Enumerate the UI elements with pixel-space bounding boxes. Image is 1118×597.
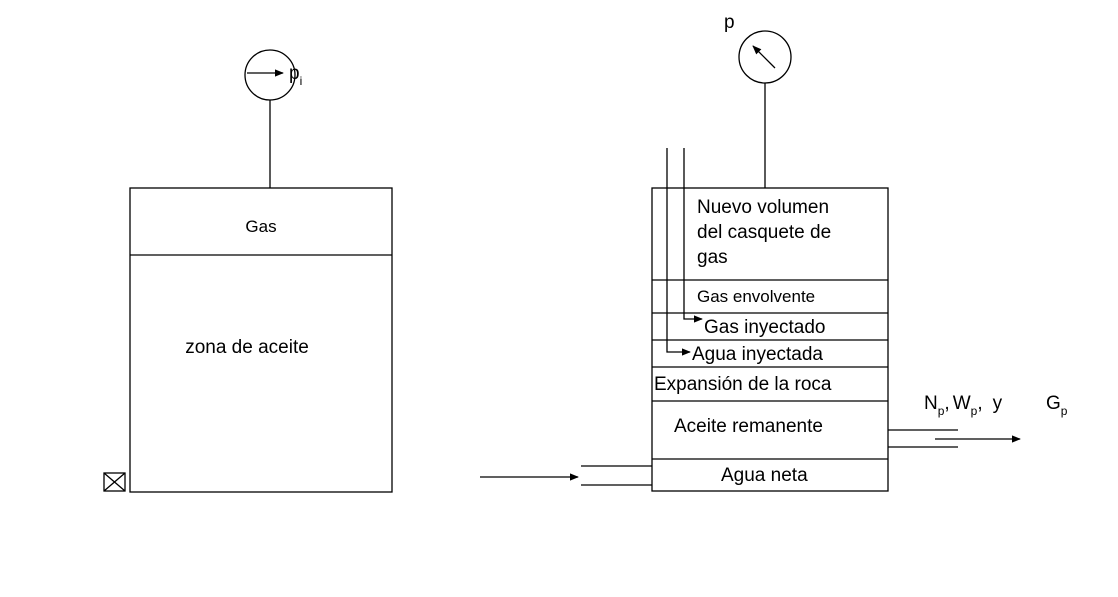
layer-label-injected-water: Agua inyectada bbox=[692, 344, 823, 365]
layer-label-injected-gas: Gas inyectado bbox=[704, 317, 825, 338]
initial-pressure-gauge bbox=[244, 49, 296, 101]
gas-cap-label: Gas bbox=[245, 217, 276, 236]
gas-production-label: Gp bbox=[1046, 393, 1068, 418]
layer-label-remaining-oil: Aceite remanente bbox=[674, 416, 823, 437]
gas-injection-line bbox=[683, 148, 703, 323]
layer-label-rock-expansion: Expansión de la roca bbox=[654, 374, 832, 395]
gauge-needle-icon bbox=[752, 45, 776, 69]
current-pressure-gauge bbox=[738, 30, 792, 84]
production-label: Np,Wp,y bbox=[924, 393, 1003, 418]
current-reservoir: p Nuevo volumen del casquete de gas Gas … bbox=[480, 12, 1068, 492]
layer-label-net-water: Agua neta bbox=[721, 465, 808, 486]
initial-pressure-label: pi bbox=[289, 63, 302, 88]
water-injection-line bbox=[666, 148, 691, 356]
layer-label-enveloping-gas: Gas envolvente bbox=[697, 287, 815, 306]
layer-label-new-gas-cap: Nuevo volumen del casquete de gas bbox=[697, 197, 836, 268]
current-pressure-label: p bbox=[724, 12, 735, 33]
oil-zone-label: zona de aceite bbox=[185, 337, 309, 358]
initial-reservoir: pi Gas zona de aceite bbox=[103, 49, 393, 493]
initial-reservoir-box bbox=[129, 187, 393, 493]
valve-icon bbox=[103, 472, 126, 492]
